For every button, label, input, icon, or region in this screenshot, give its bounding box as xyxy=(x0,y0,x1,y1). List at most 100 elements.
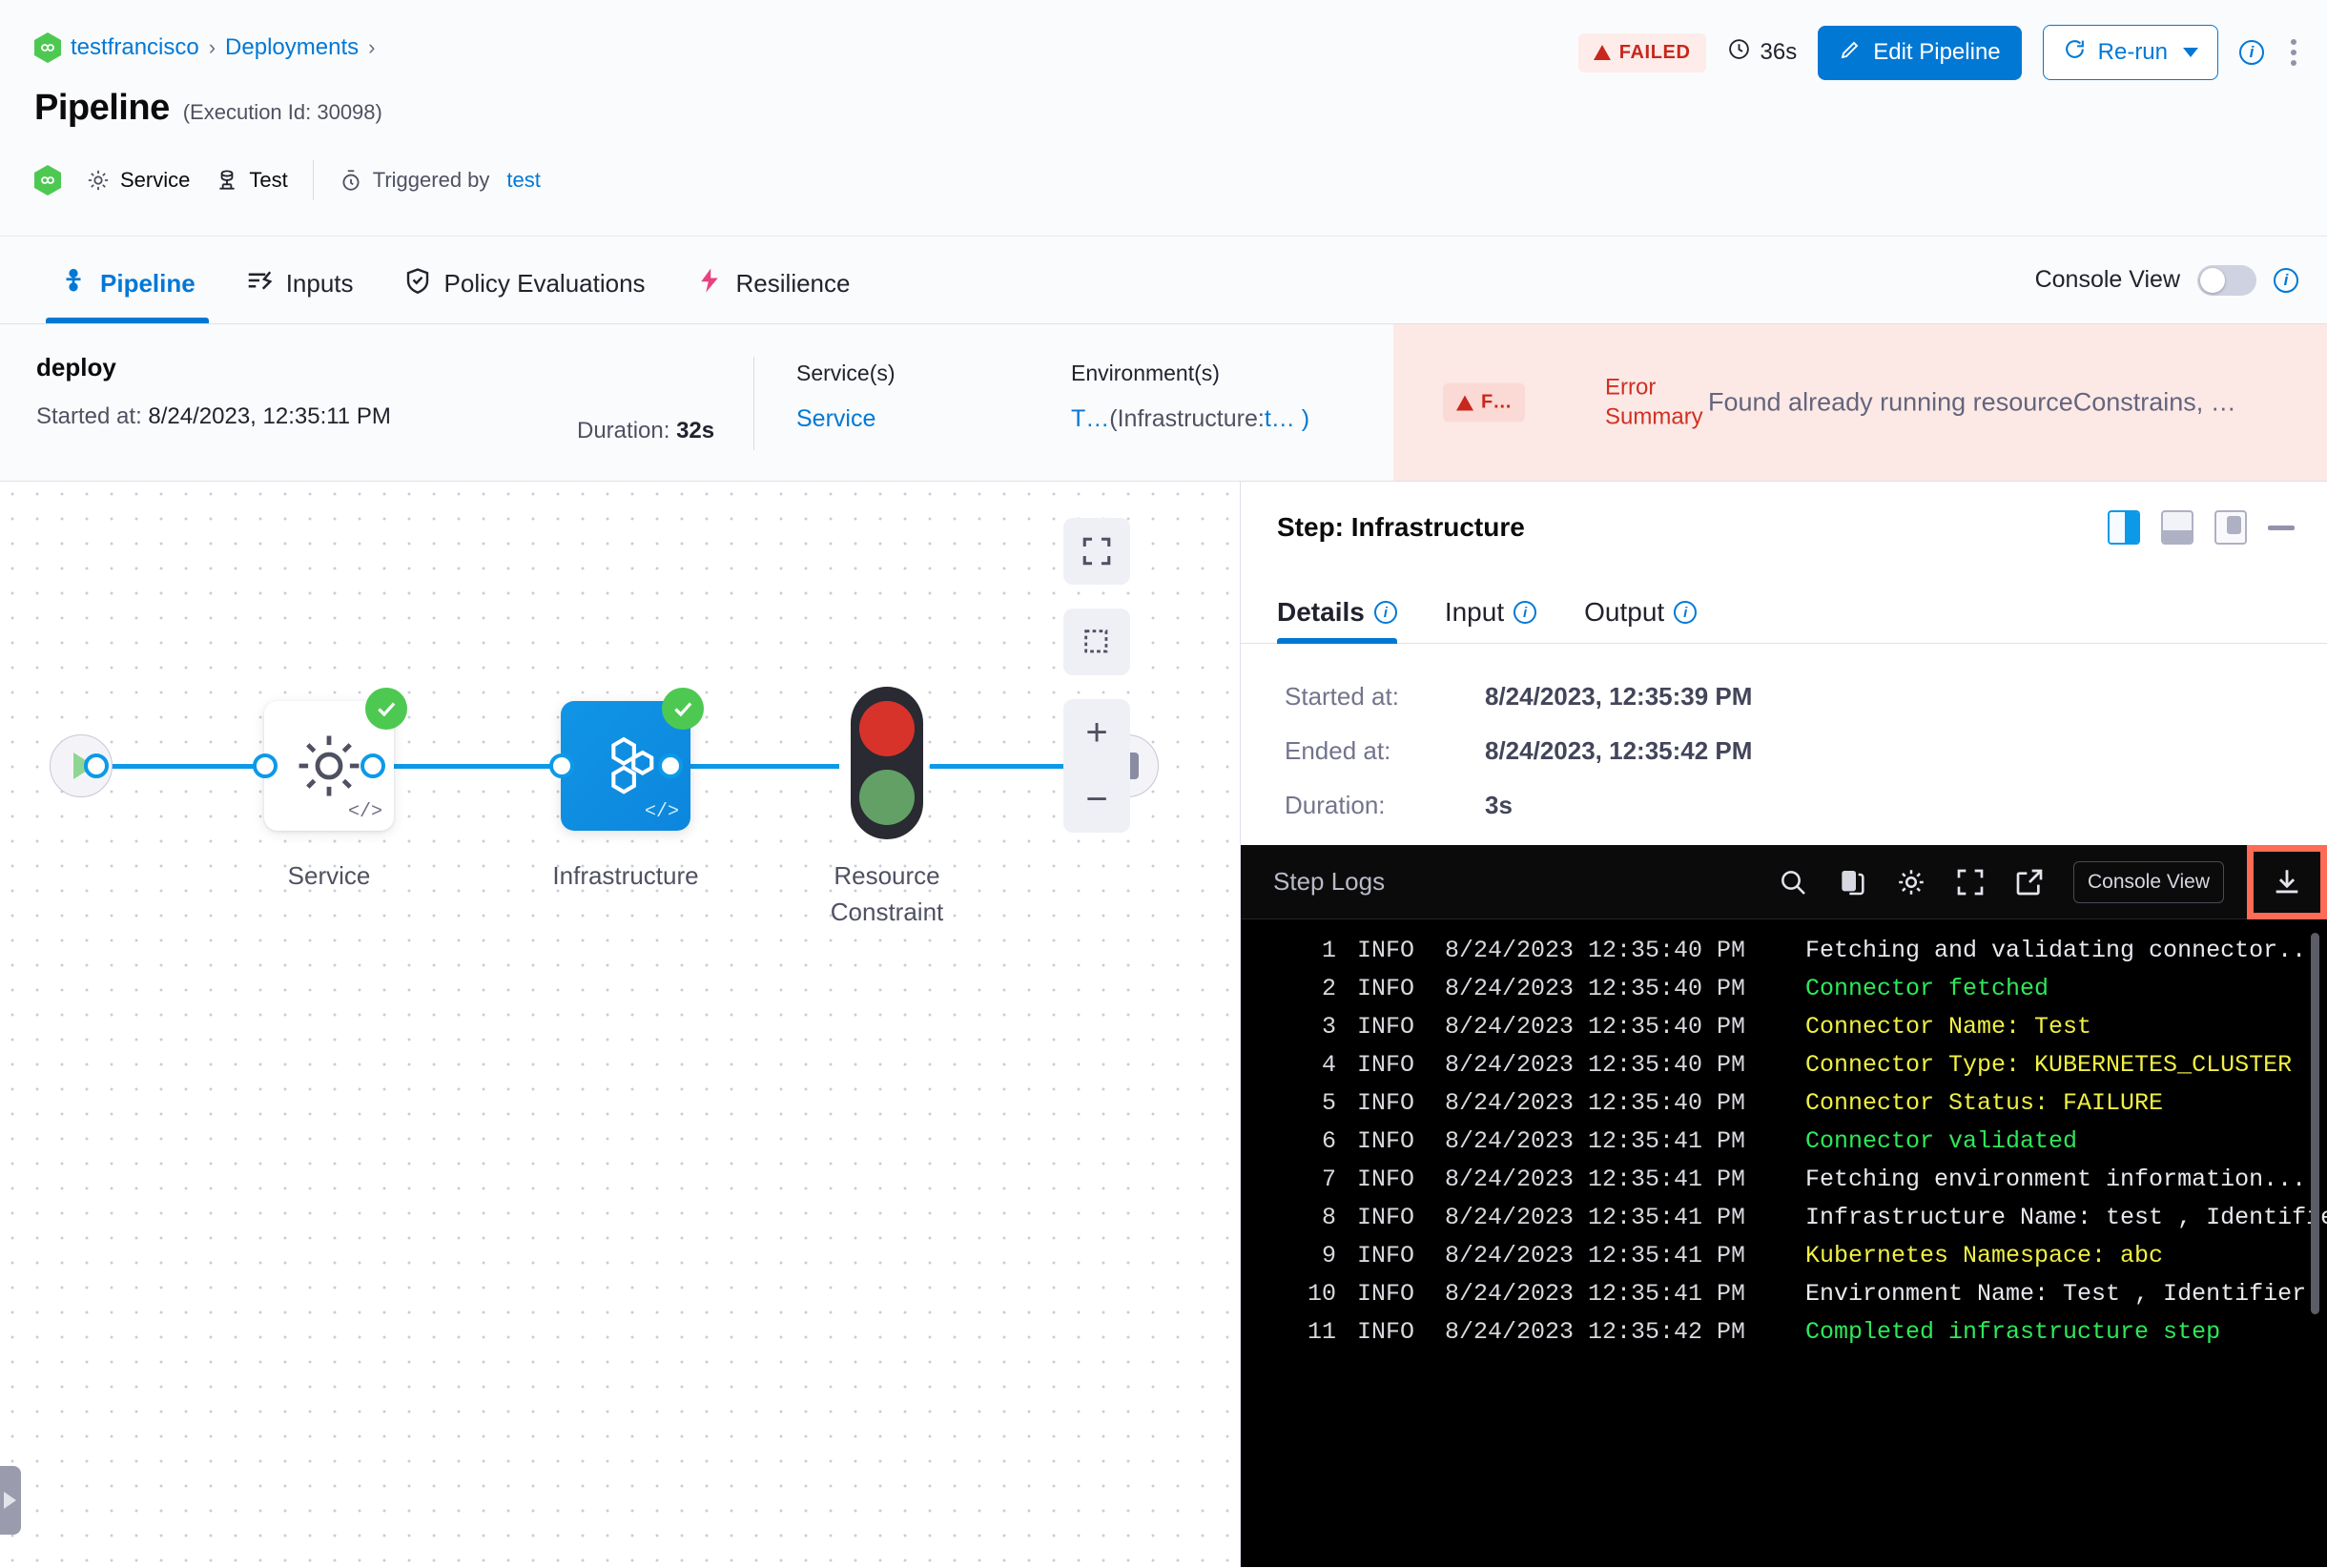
port-infra-out xyxy=(658,753,683,778)
tab-input[interactable]: Input i xyxy=(1445,597,1559,643)
tab-pipeline[interactable]: Pipeline xyxy=(34,237,220,323)
layout-bottom-icon[interactable] xyxy=(2161,510,2193,545)
output-info-icon[interactable]: i xyxy=(1674,601,1698,624)
detail-row: Started at: 8/24/2023, 12:35:39 PM xyxy=(1285,682,2327,712)
select-area-button[interactable] xyxy=(1063,609,1130,675)
gear-icon xyxy=(86,168,111,193)
error-summary-panel: F… Error Summary Found already running r… xyxy=(1393,324,2327,481)
log-line-number: 3 xyxy=(1321,1013,1336,1041)
node-resource-constraint[interactable] xyxy=(851,687,923,839)
log-level: INFO xyxy=(1357,1089,1415,1117)
breadcrumb-item-deployments[interactable]: Deployments xyxy=(225,34,360,60)
log-message: Connector Name: Test xyxy=(1805,1013,2092,1041)
triggered-by-user[interactable]: test xyxy=(506,168,541,192)
log-line-number: 10 xyxy=(1307,1280,1336,1308)
fullscreen-icon[interactable] xyxy=(1955,867,1986,897)
fit-to-screen-button[interactable] xyxy=(1063,518,1130,585)
zoom-out-button[interactable]: − xyxy=(1085,778,1108,820)
error-summary-text: Found already running resourceConstrains… xyxy=(1708,387,2236,417)
tab-details-label: Details xyxy=(1277,597,1365,627)
edge-rc-end xyxy=(930,764,1102,769)
logs-console-view-button[interactable]: Console View xyxy=(2072,860,2224,903)
execution-duration-value: 36s xyxy=(1760,39,1798,65)
log-timestamp: 8/24/2023 12:35:41 PM xyxy=(1445,1204,1746,1231)
tab-output[interactable]: Output i xyxy=(1584,597,1720,643)
left-drawer-handle[interactable] xyxy=(0,1466,21,1535)
tab-policy-evaluations[interactable]: Policy Evaluations xyxy=(379,237,670,323)
environments-value[interactable]: T…(Infrastructure:t… ) xyxy=(1071,405,1309,433)
stage-duration-label: Duration: xyxy=(577,418,670,444)
tab-resilience[interactable]: Resilience xyxy=(670,237,875,323)
log-timestamp: 8/24/2023 12:35:41 PM xyxy=(1445,1280,1746,1308)
step-logs-toolbar: Step Logs Console View xyxy=(1241,844,2327,919)
log-level: INFO xyxy=(1357,1204,1415,1231)
step-details-list: Started at: 8/24/2023, 12:35:39 PM Ended… xyxy=(1241,644,2327,845)
log-timestamp: 8/24/2023 12:35:40 PM xyxy=(1445,1013,1746,1041)
download-logs-button[interactable] xyxy=(2247,844,2327,919)
tab-details[interactable]: Details i xyxy=(1277,597,1420,644)
log-message: Kubernetes Namespace: abc xyxy=(1805,1242,2164,1269)
copy-icon[interactable] xyxy=(1837,867,1867,897)
rerun-info-icon[interactable]: i xyxy=(2239,40,2264,65)
tab-inputs[interactable]: Inputs xyxy=(220,237,379,323)
node-service-label: Service xyxy=(287,861,371,890)
error-summary-label-line2: Summary xyxy=(1605,403,1703,429)
open-external-icon[interactable] xyxy=(2014,867,2045,897)
pipeline-graph: </> Service </> Infrastructure xyxy=(0,482,1240,1567)
log-timestamp: 8/24/2023 12:35:40 PM xyxy=(1445,1089,1746,1117)
log-line-number: 6 xyxy=(1321,1127,1336,1155)
minimize-icon[interactable] xyxy=(2268,525,2295,530)
main-tabs-bar: Pipeline Inputs Policy Evaluations Resil… xyxy=(0,237,2327,324)
warning-triangle-icon xyxy=(1593,45,1611,60)
input-info-icon[interactable]: i xyxy=(1514,601,1537,624)
rc-label-line2: Constraint xyxy=(830,897,944,926)
layout-float-icon[interactable] xyxy=(2214,510,2247,545)
console-view-toggle[interactable] xyxy=(2197,264,2256,296)
tab-input-label: Input xyxy=(1444,597,1505,627)
environments-value-detail: (Infrastructure: xyxy=(1109,405,1265,432)
summary-divider xyxy=(753,357,754,450)
rerun-button[interactable]: Re-run xyxy=(2042,25,2218,80)
code-view-icon[interactable]: </> xyxy=(347,801,382,823)
details-info-icon[interactable]: i xyxy=(1373,601,1397,624)
meta-environment-label: Test xyxy=(249,168,288,192)
services-value[interactable]: Service xyxy=(796,405,876,432)
log-line-number: 7 xyxy=(1321,1166,1336,1193)
log-level: INFO xyxy=(1357,1280,1415,1308)
edge-start-service xyxy=(91,764,262,769)
top-actions: FAILED 36s Edit Pipeline Re-run i xyxy=(1577,25,2302,80)
rc-label-line1: Resource xyxy=(834,861,940,890)
environments-value-prefix: T… xyxy=(1071,405,1110,432)
fit-to-screen-icon xyxy=(1082,537,1111,566)
breadcrumb-item-org[interactable]: testfrancisco xyxy=(71,34,199,60)
pipeline-canvas[interactable]: </> Service </> Infrastructure xyxy=(0,482,1241,1567)
stage-duration-value: 32s xyxy=(676,418,715,444)
search-icon[interactable] xyxy=(1778,867,1808,897)
code-view-icon[interactable]: </> xyxy=(644,801,679,823)
zoom-in-button[interactable]: + xyxy=(1085,712,1108,753)
top-header: testfrancisco › Deployments › Pipeline (… xyxy=(0,0,2327,237)
warning-triangle-icon-small xyxy=(1456,395,1473,410)
console-view-info-icon[interactable]: i xyxy=(2274,267,2298,293)
error-status-badge: F… xyxy=(1443,382,1526,423)
edit-pipeline-label: Edit Pipeline xyxy=(1873,39,2001,65)
detail-row: Ended at: 8/24/2023, 12:35:42 PM xyxy=(1285,736,2327,766)
more-options-button[interactable] xyxy=(2285,33,2302,72)
layout-right-icon[interactable] xyxy=(2108,510,2140,545)
refresh-icon xyxy=(2063,37,2087,68)
edit-pipeline-button[interactable]: Edit Pipeline xyxy=(1818,25,2022,80)
log-scrollbar[interactable] xyxy=(2311,933,2319,1314)
zoom-controls[interactable]: + − xyxy=(1063,699,1130,833)
shield-check-icon xyxy=(403,266,432,301)
environments-value-suffix: t… ) xyxy=(1264,405,1310,432)
breadcrumb: testfrancisco › Deployments › xyxy=(34,32,375,63)
gear-icon[interactable] xyxy=(1896,867,1926,897)
